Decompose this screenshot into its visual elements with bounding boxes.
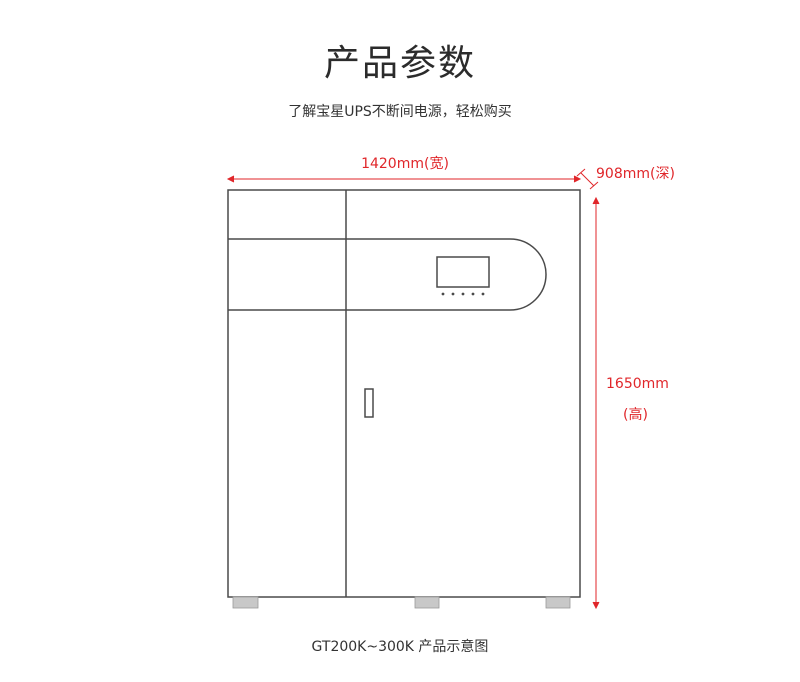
display-screen — [436, 256, 490, 288]
cabinet-body — [227, 189, 581, 598]
page-subtitle: 了解宝星UPS不断间电源，轻松购买 — [288, 104, 512, 120]
depth-dimension-line — [576, 168, 599, 190]
page-title: 产品参数 — [323, 43, 476, 84]
diagram-caption: GT200K~300K 产品示意图 — [311, 639, 489, 655]
cabinet-feet — [232, 596, 571, 609]
height-note-label: (高) — [623, 407, 648, 423]
height-label: 1650mm — [606, 376, 669, 392]
width-dimension-line — [226, 175, 582, 183]
width-label: 1420mm(宽) — [361, 156, 449, 172]
door-handle — [364, 388, 374, 418]
height-dimension-line — [592, 196, 600, 610]
indicator-lights — [441, 292, 485, 296]
depth-label: 908mm(深) — [596, 166, 675, 182]
